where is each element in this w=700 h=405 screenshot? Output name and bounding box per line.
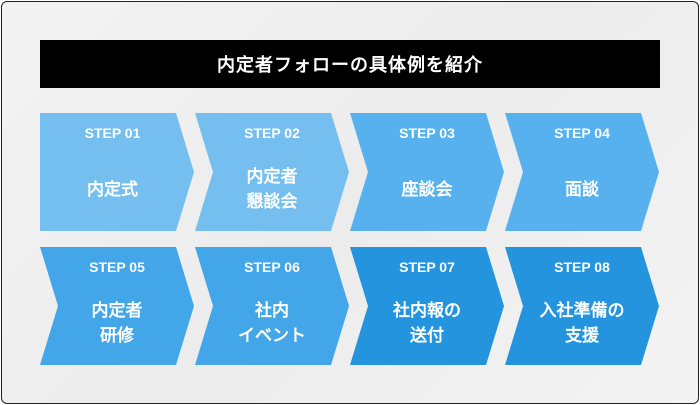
step-chevron-8: STEP 08 入社準備の 支援 bbox=[505, 247, 677, 365]
step-label: STEP 06 bbox=[244, 259, 300, 275]
chevron-shape bbox=[350, 113, 504, 231]
step-label: STEP 01 bbox=[84, 125, 141, 141]
step-name: 面談 bbox=[565, 179, 599, 199]
step-name: 社内 イベント bbox=[238, 301, 306, 345]
step-label: STEP 02 bbox=[244, 125, 300, 141]
chevron-shape bbox=[505, 113, 659, 231]
step-chevron-2: STEP 02 内定者 懇談会 bbox=[195, 113, 367, 231]
step-label: STEP 05 bbox=[89, 259, 145, 275]
chevron-shape bbox=[505, 247, 659, 365]
chevron-shape bbox=[40, 247, 194, 365]
step-chevron-4: STEP 04 面談 bbox=[505, 113, 677, 231]
step-chevron-3: STEP 03 座談会 bbox=[350, 113, 522, 231]
step-name: 内定式 bbox=[87, 179, 138, 199]
step-chevron-5: STEP 05 内定者 研修 bbox=[40, 247, 212, 365]
step-chevron-1: STEP 01 内定式 bbox=[40, 113, 212, 231]
chevron-shape bbox=[40, 113, 194, 231]
step-label: STEP 08 bbox=[554, 259, 610, 275]
diagram-title: 内定者フォローの具体例を紹介 bbox=[40, 40, 660, 88]
step-name: 内定者 懇談会 bbox=[246, 167, 298, 211]
chevron-shape bbox=[195, 247, 349, 365]
step-name: 社内報の 送付 bbox=[393, 301, 461, 345]
step-chevron-7: STEP 07 社内報の 送付 bbox=[350, 247, 522, 365]
step-label: STEP 07 bbox=[399, 259, 455, 275]
step-label: STEP 04 bbox=[554, 125, 610, 141]
chevron-shape bbox=[350, 247, 504, 365]
step-name: 座談会 bbox=[401, 179, 453, 199]
step-chevron-6: STEP 06 社内 イベント bbox=[195, 247, 367, 365]
step-label: STEP 03 bbox=[399, 125, 455, 141]
step-name: 入社準備の 支援 bbox=[539, 301, 625, 345]
chevron-shape bbox=[195, 113, 349, 231]
step-name: 内定者 研修 bbox=[91, 301, 143, 345]
